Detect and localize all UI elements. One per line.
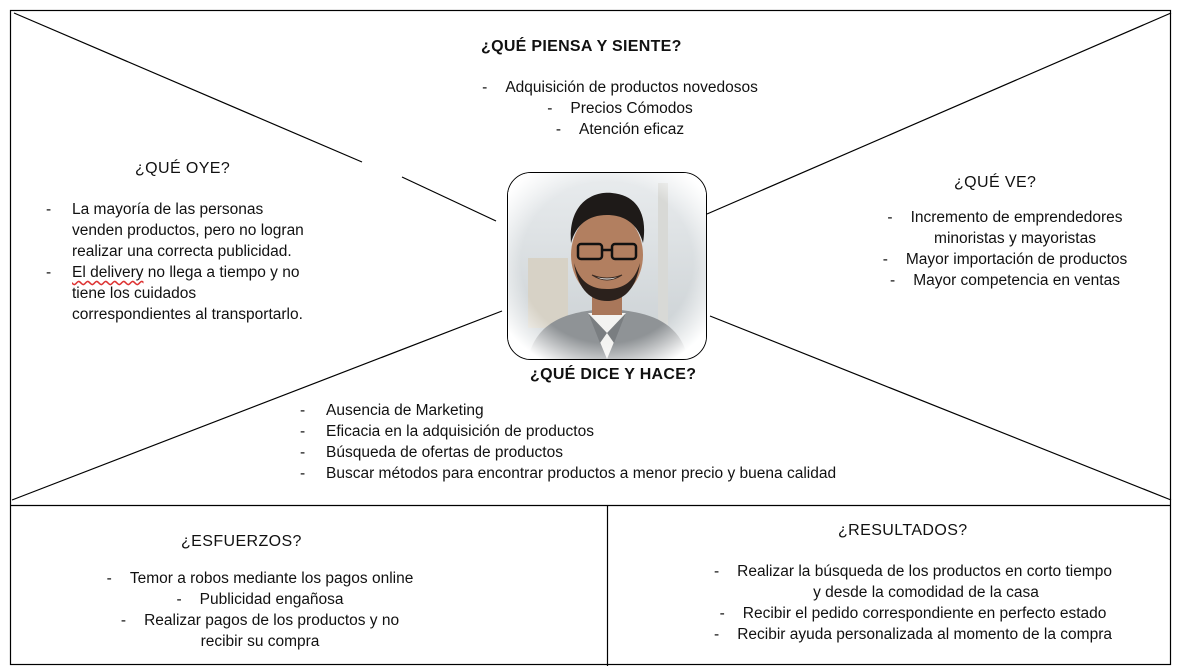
list-item: Buscar métodos para encontrar productos … xyxy=(292,463,992,484)
list-item: -Atención eficaz xyxy=(555,121,685,138)
list-item: -Temor a robos mediante los pagos online xyxy=(106,570,414,587)
list-item: -Recibir el pedido correspondiente en pe… xyxy=(719,605,1107,622)
list-item: -Mayor competencia en ventas xyxy=(890,272,1120,289)
section-title-oye: ¿QUÉ OYE? xyxy=(135,160,231,177)
spellcheck-word: El delivery xyxy=(72,264,144,281)
section-title-esfuerzos: ¿ESFUERZOS? xyxy=(181,533,302,550)
list-piensa: -Adquisición de productos novedosos -Pre… xyxy=(440,77,800,140)
list-item: -Realizar pagos de los productos y no re… xyxy=(120,612,400,650)
list-item: -Adquisición de productos novedosos xyxy=(482,79,758,96)
outer-border xyxy=(9,9,1172,666)
list-ve: -Incremento de emprendedores minoristas … xyxy=(840,207,1170,291)
list-dice: Ausencia de Marketing Eficacia en la adq… xyxy=(292,400,992,484)
section-title-ve: ¿QUÉ VE? xyxy=(954,174,1037,191)
avatar xyxy=(507,172,707,360)
person-photo-icon xyxy=(508,173,706,359)
list-item: -Precios Cómodos xyxy=(547,100,693,117)
section-title-piensa: ¿QUÉ PIENSA Y SIENTE? xyxy=(481,38,682,55)
list-item: -Mayor importación de productos xyxy=(882,251,1128,268)
list-esfuerzos: -Temor a robos mediante los pagos online… xyxy=(60,568,460,652)
list-item: -Publicidad engañosa xyxy=(176,591,344,608)
list-item: -Recibir ayuda personalizada al momento … xyxy=(714,626,1112,643)
list-item: Eficacia en la adquisición de productos xyxy=(292,421,992,442)
section-title-dice: ¿QUÉ DICE Y HACE? xyxy=(530,366,697,383)
list-item: Búsqueda de ofertas de productos xyxy=(292,442,992,463)
diagonal-top-left-b xyxy=(401,176,497,222)
list-item: El delivery no llega a tiempo y no tiene… xyxy=(38,262,378,325)
list-item: Ausencia de Marketing xyxy=(292,400,992,421)
diagonal-top-left-a xyxy=(13,12,363,163)
list-item: -Incremento de emprendedores minoristas … xyxy=(887,209,1123,247)
list-item: -Realizar la búsqueda de los productos e… xyxy=(714,563,1112,601)
diagonal-bottom-left xyxy=(11,310,503,501)
list-item: La mayoría de las personas venden produc… xyxy=(38,199,378,262)
list-oye: La mayoría de las personas venden produc… xyxy=(38,199,378,325)
diagonal-top-right xyxy=(706,12,1172,215)
list-resultados: -Realizar la búsqueda de los productos e… xyxy=(660,561,1166,645)
section-title-resultados: ¿RESULTADOS? xyxy=(838,522,968,539)
